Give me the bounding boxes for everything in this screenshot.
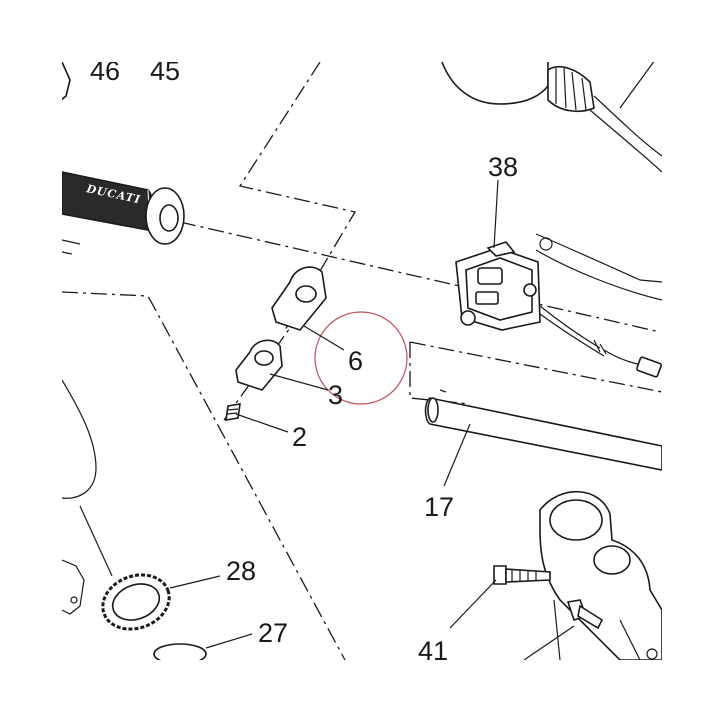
mirror-assembly [441, 59, 663, 173]
clamp-lower-3 [235, 339, 283, 391]
handlebar-switch [455, 233, 663, 378]
dashdot-right-box [409, 341, 663, 405]
leader-lines [169, 179, 575, 661]
left-body-panel [61, 379, 97, 615]
dashdot-grip-axis [179, 221, 661, 333]
callout-28: 28 [226, 556, 256, 586]
callout-3: 3 [328, 380, 343, 410]
steering-bearing [79, 505, 207, 665]
handlebar-grip: DUCATI [61, 171, 185, 255]
callout-2: 2 [292, 422, 307, 452]
callout-6: 6 [348, 346, 363, 376]
callout-27: 27 [258, 618, 288, 648]
callout-17: 17 [424, 492, 454, 522]
clamp-parts [225, 266, 327, 421]
callout-labels: 46 45 38 6 3 2 17 28 27 41 [90, 56, 518, 666]
highlight-circle [314, 311, 408, 405]
bolts-41 [493, 565, 604, 630]
triple-clamp [539, 490, 663, 661]
handlebar-tube [424, 389, 663, 471]
callout-38: 38 [488, 152, 518, 182]
screw-2 [225, 403, 241, 421]
dashdot-left-frame [61, 291, 346, 661]
